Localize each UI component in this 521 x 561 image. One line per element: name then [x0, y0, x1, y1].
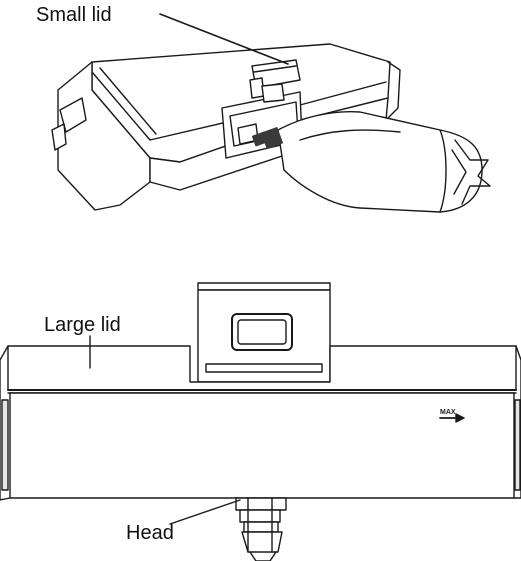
bottle-body [277, 110, 483, 213]
rear-panel-window [231, 313, 293, 351]
head-label: Head [126, 522, 174, 544]
refill-bottle [251, 110, 491, 213]
large-lid-label: Large lid [44, 314, 121, 336]
head-leader [169, 499, 241, 525]
container-body [9, 392, 515, 499]
max-mark [439, 413, 465, 423]
front-unit [0, 282, 521, 561]
small-lid-leader [159, 13, 289, 65]
max-text: MAX [440, 409, 456, 416]
small-lid-label: Small lid [36, 4, 112, 26]
head [235, 497, 287, 561]
rear-panel [197, 282, 331, 291]
